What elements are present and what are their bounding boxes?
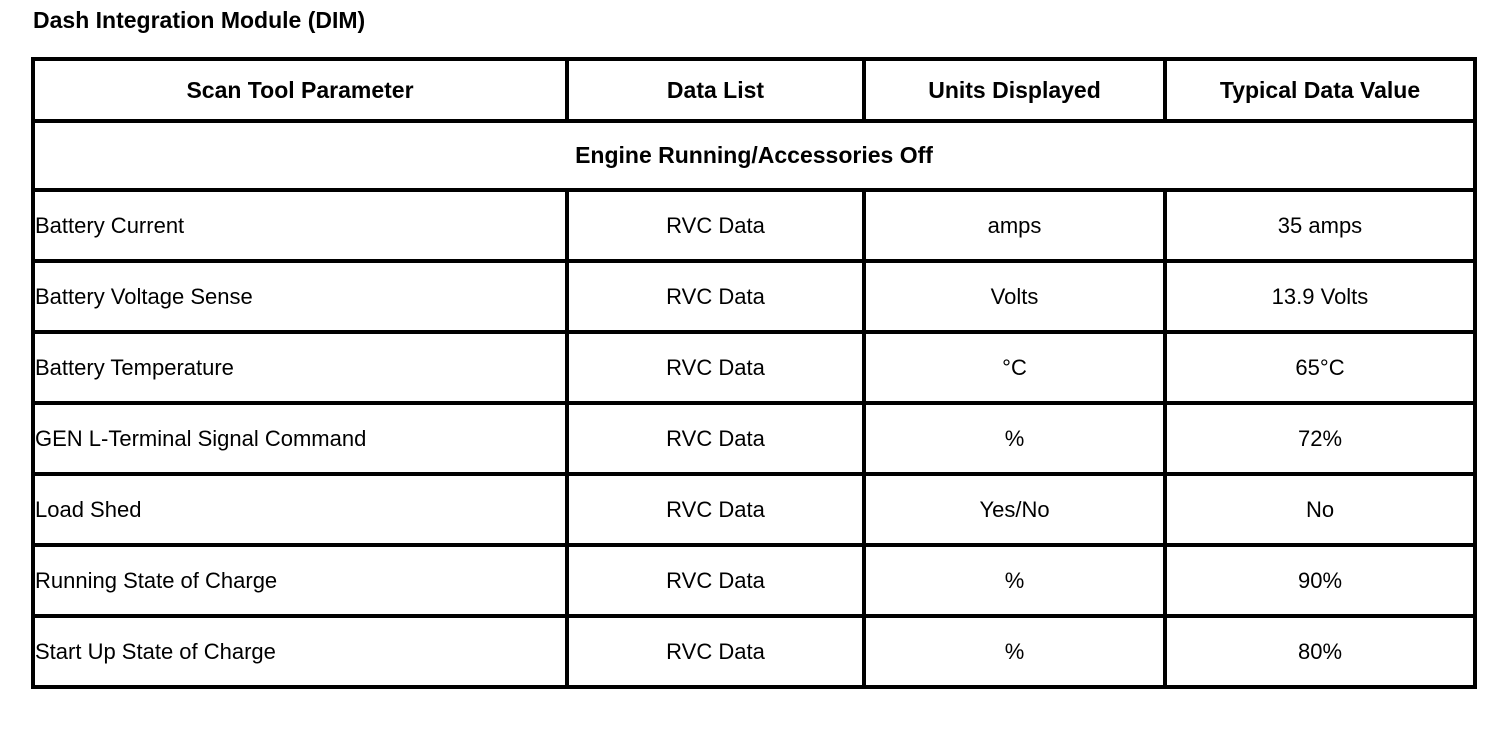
cell-parameter: Battery Temperature	[31, 330, 569, 405]
cell-data-list: RVC Data	[565, 472, 866, 547]
cell-typical-value: 80%	[1163, 614, 1477, 689]
cell-parameter: Load Shed	[31, 472, 569, 547]
cell-data-list: RVC Data	[565, 188, 866, 263]
section-header: Engine Running/Accessories Off	[31, 119, 1477, 192]
table-row: Battery Current RVC Data amps 35 amps	[31, 188, 1477, 263]
cell-units: %	[862, 543, 1167, 618]
table-row: Load Shed RVC Data Yes/No No	[31, 472, 1477, 547]
cell-parameter: Battery Current	[31, 188, 569, 263]
column-header-data-list: Data List	[565, 57, 866, 123]
cell-typical-value: 35 amps	[1163, 188, 1477, 263]
dim-data-table: Scan Tool Parameter Data List Units Disp…	[31, 57, 1477, 689]
column-header-units-displayed: Units Displayed	[862, 57, 1167, 123]
cell-data-list: RVC Data	[565, 614, 866, 689]
cell-parameter: Start Up State of Charge	[31, 614, 569, 689]
column-header-scan-tool-parameter: Scan Tool Parameter	[31, 57, 569, 123]
cell-typical-value: 13.9 Volts	[1163, 259, 1477, 334]
cell-parameter: GEN L-Terminal Signal Command	[31, 401, 569, 476]
column-header-typical-data-value: Typical Data Value	[1163, 57, 1477, 123]
cell-units: %	[862, 401, 1167, 476]
cell-units: %	[862, 614, 1167, 689]
section-header-row: Engine Running/Accessories Off	[31, 119, 1477, 192]
cell-units: Volts	[862, 259, 1167, 334]
cell-data-list: RVC Data	[565, 543, 866, 618]
cell-parameter: Battery Voltage Sense	[31, 259, 569, 334]
page-title: Dash Integration Module (DIM)	[33, 7, 366, 33]
cell-data-list: RVC Data	[565, 330, 866, 405]
cell-typical-value: 90%	[1163, 543, 1477, 618]
table-header-row: Scan Tool Parameter Data List Units Disp…	[31, 57, 1477, 123]
cell-typical-value: 65°C	[1163, 330, 1477, 405]
cell-units: Yes/No	[862, 472, 1167, 547]
cell-typical-value: No	[1163, 472, 1477, 547]
table-row: GEN L-Terminal Signal Command RVC Data %…	[31, 401, 1477, 476]
cell-units: amps	[862, 188, 1167, 263]
cell-parameter: Running State of Charge	[31, 543, 569, 618]
cell-data-list: RVC Data	[565, 401, 866, 476]
table-row: Battery Temperature RVC Data °C 65°C	[31, 330, 1477, 405]
table-row: Battery Voltage Sense RVC Data Volts 13.…	[31, 259, 1477, 334]
cell-units: °C	[862, 330, 1167, 405]
table-row: Running State of Charge RVC Data % 90%	[31, 543, 1477, 618]
cell-data-list: RVC Data	[565, 259, 866, 334]
table-row: Start Up State of Charge RVC Data % 80%	[31, 614, 1477, 689]
cell-typical-value: 72%	[1163, 401, 1477, 476]
